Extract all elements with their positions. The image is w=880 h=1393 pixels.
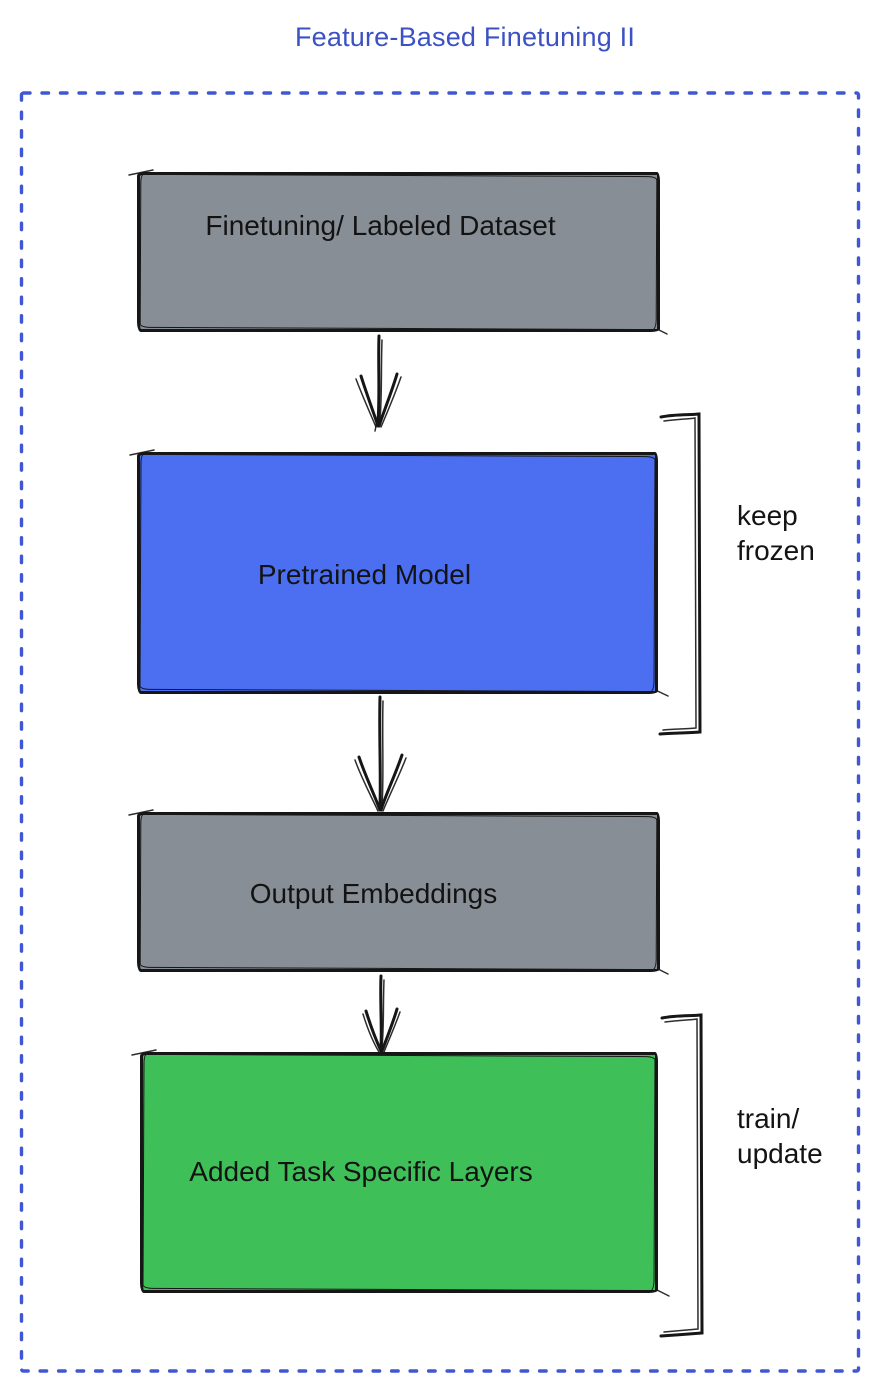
node-label: Added Task Specific Layers <box>189 1156 533 1188</box>
node-output-embeddings: Output Embeddings <box>137 812 660 972</box>
diagram-title: Feature-Based Finetuning II <box>294 22 636 52</box>
node-label: Pretrained Model <box>257 558 472 590</box>
down-arrow-icon <box>355 334 402 432</box>
annotation-line: frozen <box>737 535 815 566</box>
right-bracket-icon <box>658 412 702 736</box>
node-added-task-specific-layers: Added Task Specific Layers <box>140 1052 658 1293</box>
down-arrow-icon <box>362 974 401 1053</box>
right-bracket-icon <box>659 1013 704 1338</box>
keep-frozen-label: keep frozen <box>737 498 815 568</box>
annotation-line: update <box>737 1138 823 1169</box>
annotation-line: keep <box>737 500 798 531</box>
train-update-label: train/ update <box>737 1101 823 1171</box>
node-label: Finetuning/ Labeled Dataset <box>205 209 556 241</box>
node-finetuning-dataset: Finetuning/ Labeled Dataset <box>137 172 660 332</box>
node-pretrained-model: Pretrained Model <box>137 452 658 694</box>
down-arrow-icon <box>354 695 407 812</box>
annotation-line: train/ <box>737 1103 800 1134</box>
node-label: Output Embeddings <box>249 877 498 909</box>
